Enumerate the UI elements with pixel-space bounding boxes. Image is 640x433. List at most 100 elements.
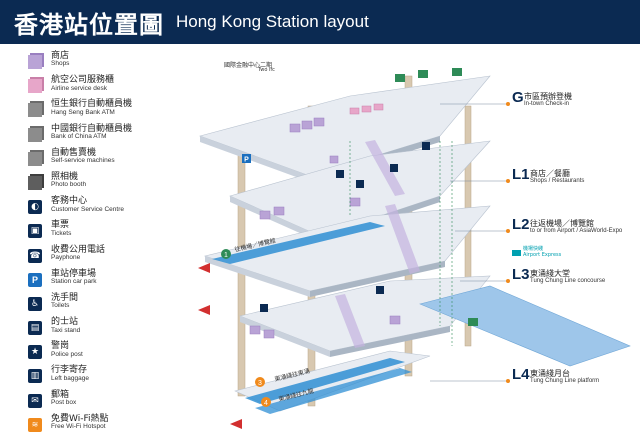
- airport-express-en: Airport Express: [523, 251, 562, 258]
- legend-label-zh: 自動售賣機: [51, 147, 97, 158]
- svg-text:4: 4: [264, 400, 268, 407]
- exit-signs: [395, 68, 478, 326]
- wifi-icon: ≋: [28, 417, 42, 432]
- legend-label-en: Airline service desk: [51, 84, 107, 92]
- legend-label-en: Taxi stand: [51, 326, 81, 334]
- floor-slab-l1: [229, 140, 491, 237]
- floor-letter-l4: L4: [512, 366, 530, 383]
- svg-text:1: 1: [224, 252, 228, 259]
- legend-label-zh: 客務中心: [51, 196, 88, 207]
- floor-leader-lines: [430, 103, 508, 382]
- floor-label-en: In-town Check-in: [524, 101, 570, 107]
- shop-cube-icon: [28, 55, 42, 69]
- title-bar: 香港站位置圖 Hong Kong Station layout: [0, 0, 640, 44]
- service-icon-markers: [260, 142, 430, 312]
- floor-letter-l3: L3: [512, 266, 530, 283]
- floor-label-zh: 東涌綫月台: [530, 369, 570, 378]
- floor-label-en: to or from Airport / AsiaWorld-Expo: [530, 228, 623, 234]
- floor-letter-l1: L1: [512, 166, 530, 183]
- legend-label-en: Tickets: [51, 229, 72, 237]
- legend-label-en: Police post: [51, 350, 83, 358]
- leader-dots: [506, 102, 510, 383]
- legend-label-en: Post box: [51, 399, 77, 407]
- platform-4-circle: [261, 397, 271, 407]
- title-chinese: 香港站位置圖: [14, 10, 164, 39]
- ifc-label-en: Two ifc: [258, 67, 275, 73]
- car-park-marker: [242, 154, 251, 163]
- legend-label-en: Self-service machines: [51, 157, 115, 165]
- floor-letter-g: G: [512, 89, 524, 106]
- toilet-icon: ♿: [28, 296, 42, 311]
- legend-label-zh: 商店: [51, 51, 70, 61]
- payphone-icon: ☎: [28, 248, 42, 263]
- police-icon: ★: [28, 345, 42, 360]
- svg-text:3: 3: [258, 380, 262, 387]
- escalators: [335, 140, 420, 348]
- floor-slab-l2: [203, 205, 491, 292]
- vertical-links: [349, 141, 453, 346]
- floor-letter-l2: L2: [512, 216, 530, 233]
- legend-label-en: Toilets: [51, 302, 70, 310]
- floor-label-zh: 商店／餐廳: [530, 169, 570, 178]
- airport-express-track-l2: [212, 222, 385, 264]
- airport-express-mark-icon: [512, 249, 521, 256]
- floor-label-zh: 往返機場／博覽館: [530, 219, 594, 228]
- svg-text:P: P: [244, 157, 249, 164]
- floor-label-en: Tung Chung Line platform: [530, 378, 600, 384]
- airline-desk-icon: [28, 79, 42, 94]
- post-box-icon: ✉: [28, 393, 42, 408]
- tung-chung-track-l4: [245, 358, 405, 404]
- platform-3-circle: [255, 377, 265, 387]
- legend-label-zh: 車站停車場: [51, 268, 97, 279]
- airport-express-logo: 機場快綫 Airport Express: [512, 246, 562, 258]
- red-exit-arrows: [198, 263, 242, 429]
- legend-label-zh: 車票: [51, 220, 70, 231]
- legend-label-zh: 行李寄存: [51, 365, 88, 376]
- self-service-icon: [28, 151, 42, 166]
- legend-label-en: Shops: [51, 60, 70, 68]
- floor-label-en: Shops / Restaurants: [530, 178, 585, 184]
- legend-label-zh: 中國銀行自動櫃員機: [51, 123, 133, 134]
- legend-label-zh: 照相機: [51, 171, 79, 182]
- airline-desk-blocks: [349, 103, 384, 115]
- floor-label-en: Tung Chung Line concourse: [530, 278, 606, 284]
- car-park-icon: P: [28, 272, 42, 287]
- legend-label-en: Photo booth: [51, 181, 87, 189]
- legend-label-zh: 收費公用電話: [51, 244, 106, 255]
- station-isometric-svg: P 1 3 4: [198, 68, 631, 429]
- legend-label-zh: 航空公司服務櫃: [51, 75, 115, 86]
- tung-chung-concourse-walkway: [419, 285, 631, 367]
- station-diagram: P 1 3 4: [190, 46, 640, 433]
- floor-label-zh: 東涌綫大堂: [530, 269, 570, 278]
- legend-label-en: Hang Seng Bank ATM: [51, 108, 115, 116]
- floor-label-zh: 市區預辦登機: [524, 92, 572, 101]
- legend-label-en: Bank of China ATM: [51, 133, 107, 140]
- floor-slab-g: [199, 75, 491, 177]
- legend-label-zh: 免費Wi-Fi熱點: [51, 413, 109, 424]
- platform-1-circle: [221, 249, 231, 259]
- legend-label-en: Left baggage: [51, 374, 89, 382]
- legend-label-zh: 洗手間: [51, 292, 79, 303]
- taxi-icon: ▤: [28, 321, 42, 336]
- photo-booth-icon: [28, 175, 42, 190]
- shop-blocks: [249, 117, 401, 339]
- legend-label-en: Station car park: [51, 278, 97, 286]
- legend-label-en: Payphone: [51, 253, 81, 261]
- tung-chung-track-l4b: [255, 368, 412, 414]
- legend-label-zh: 的士站: [51, 317, 79, 328]
- legend-label-en: Customer Service Centre: [51, 205, 124, 213]
